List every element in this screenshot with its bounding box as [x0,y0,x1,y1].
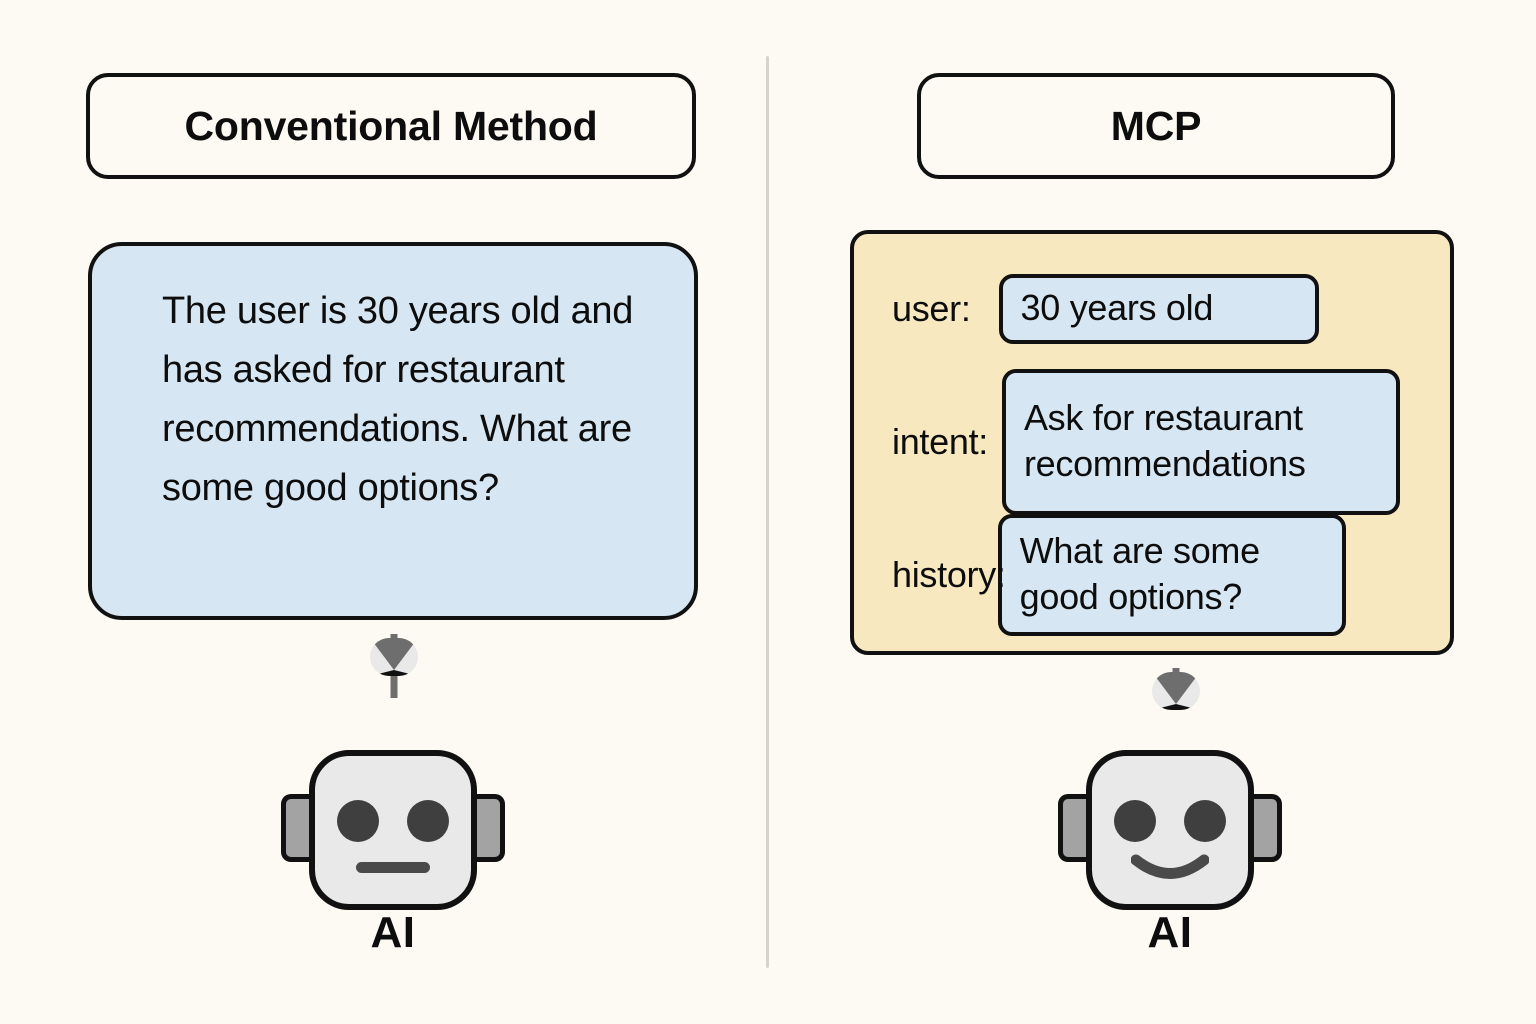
mcp-field-intent: intent: Ask for restaurant recommendatio… [892,369,1400,515]
robot-head-icon [309,750,477,910]
ai-caption-left: AI [370,908,416,957]
mcp-column: MCP user: 30 years old intent: Ask for r… [769,0,1536,1024]
conventional-method-column: Conventional Method The user is 30 years… [0,0,766,1024]
robot-eye-left-icon [1114,800,1156,842]
mcp-field-intent-chip: Ask for restaurant recommendations [1001,369,1400,515]
mcp-field-user-label: user: [892,288,971,329]
down-arrow-icon-left [369,634,419,730]
conventional-prompt-text: The user is 30 years old and has asked f… [162,290,634,509]
robot-eye-right-icon [407,800,449,842]
mcp-field-history-chip: What are some good options? [997,514,1346,636]
robot-eye-left-icon [337,800,379,842]
down-arrow-icon-right [1151,668,1201,730]
mcp-field-user-value: 30 years old [1020,286,1214,328]
robot-eye-right-icon [1184,800,1226,842]
conventional-prompt-bubble: The user is 30 years old and has asked f… [88,242,698,620]
mcp-field-user-chip: 30 years old [998,274,1319,344]
arrow-head [370,638,418,676]
robot-smiling-icon [1054,746,1286,914]
ai-caption-right: AI [1147,908,1193,957]
mcp-title-box: MCP [917,73,1395,179]
mcp-field-history: history: What are some good options? [892,514,1346,636]
mcp-field-history-value: What are some good options? [1019,529,1261,617]
robot-head-icon [1086,750,1254,910]
mcp-field-history-label: history: [892,554,1006,595]
mcp-field-intent-label: intent: [892,421,988,462]
conventional-method-title-label: Conventional Method [184,102,598,149]
conventional-method-title-box: Conventional Method [86,73,696,179]
robot-neutral-icon [277,746,509,914]
arrow-head [1152,672,1200,710]
column-divider [766,56,769,968]
mcp-structured-panel: user: 30 years old intent: Ask for resta… [850,230,1454,655]
mcp-field-user: user: 30 years old [892,274,1319,344]
mcp-field-intent-value: Ask for restaurant recommendations [1023,396,1306,484]
flat-mouth-icon [356,862,430,873]
smile-mouth-icon [1131,854,1209,879]
mcp-title-label: MCP [1110,102,1202,149]
